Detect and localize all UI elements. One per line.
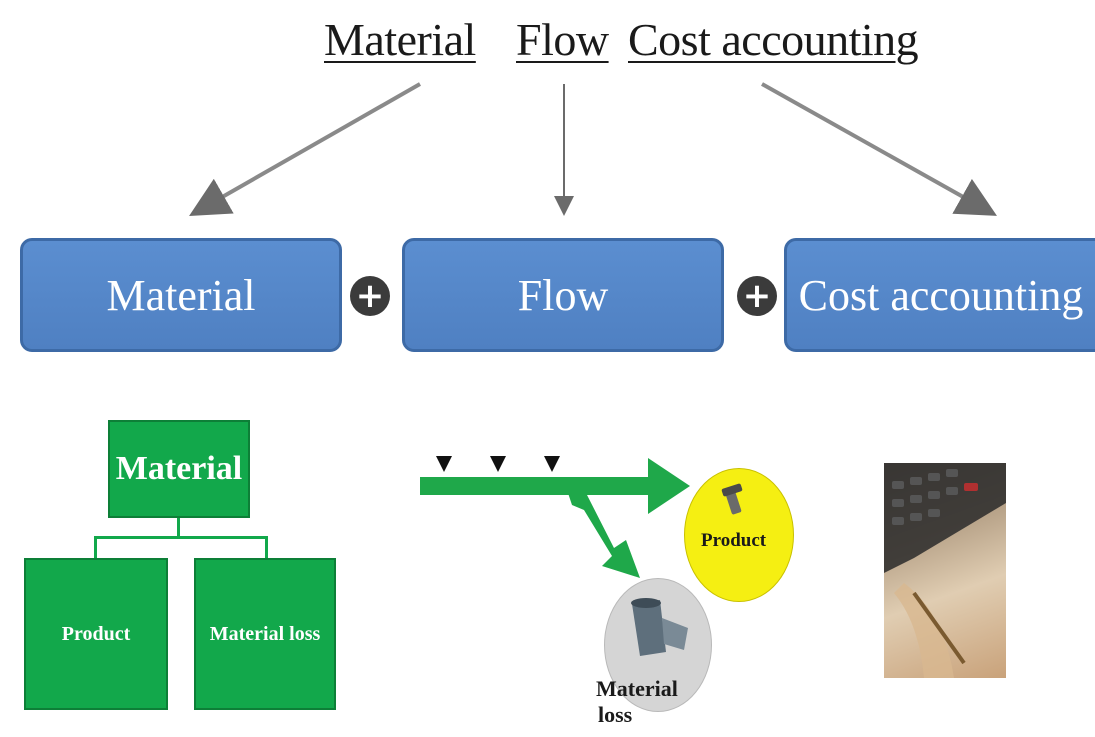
arrow-to-material [189, 82, 421, 216]
product-circle [684, 468, 794, 602]
box-flow: Flow [402, 238, 724, 352]
marker-triangle [490, 456, 506, 472]
box-cost-accounting: Cost accounting [784, 238, 1095, 352]
calculator-illustration [884, 463, 1006, 678]
box-material: Material [20, 238, 342, 352]
tree-root-material: Material [108, 420, 250, 518]
arrow-to-cost [761, 82, 997, 216]
marker-triangle [544, 456, 560, 472]
trash-bin-icon [631, 598, 688, 656]
plus-icon: + [737, 276, 777, 316]
tree-connector [94, 536, 97, 560]
main-flow-arrow [420, 458, 690, 514]
title-flow: Flow [516, 14, 609, 65]
calculator-photo [884, 463, 1006, 678]
branch-arrow [568, 493, 640, 578]
material-loss-label-line2: loss [598, 702, 633, 727]
title-cost-accounting: Cost accounting [628, 14, 919, 65]
plus-icon: + [350, 276, 390, 316]
bolt-icon [721, 483, 743, 515]
product-label: Product [701, 530, 767, 551]
material-loss-label-line1: Material [596, 676, 678, 701]
tree-connector [265, 536, 268, 560]
title-material: Material [324, 14, 476, 65]
tree-connector [177, 518, 180, 538]
tree-connector [94, 536, 268, 539]
marker-triangle [436, 456, 452, 472]
tree-child-material-loss: Material loss [194, 558, 336, 710]
tree-child-product: Product [24, 558, 168, 710]
